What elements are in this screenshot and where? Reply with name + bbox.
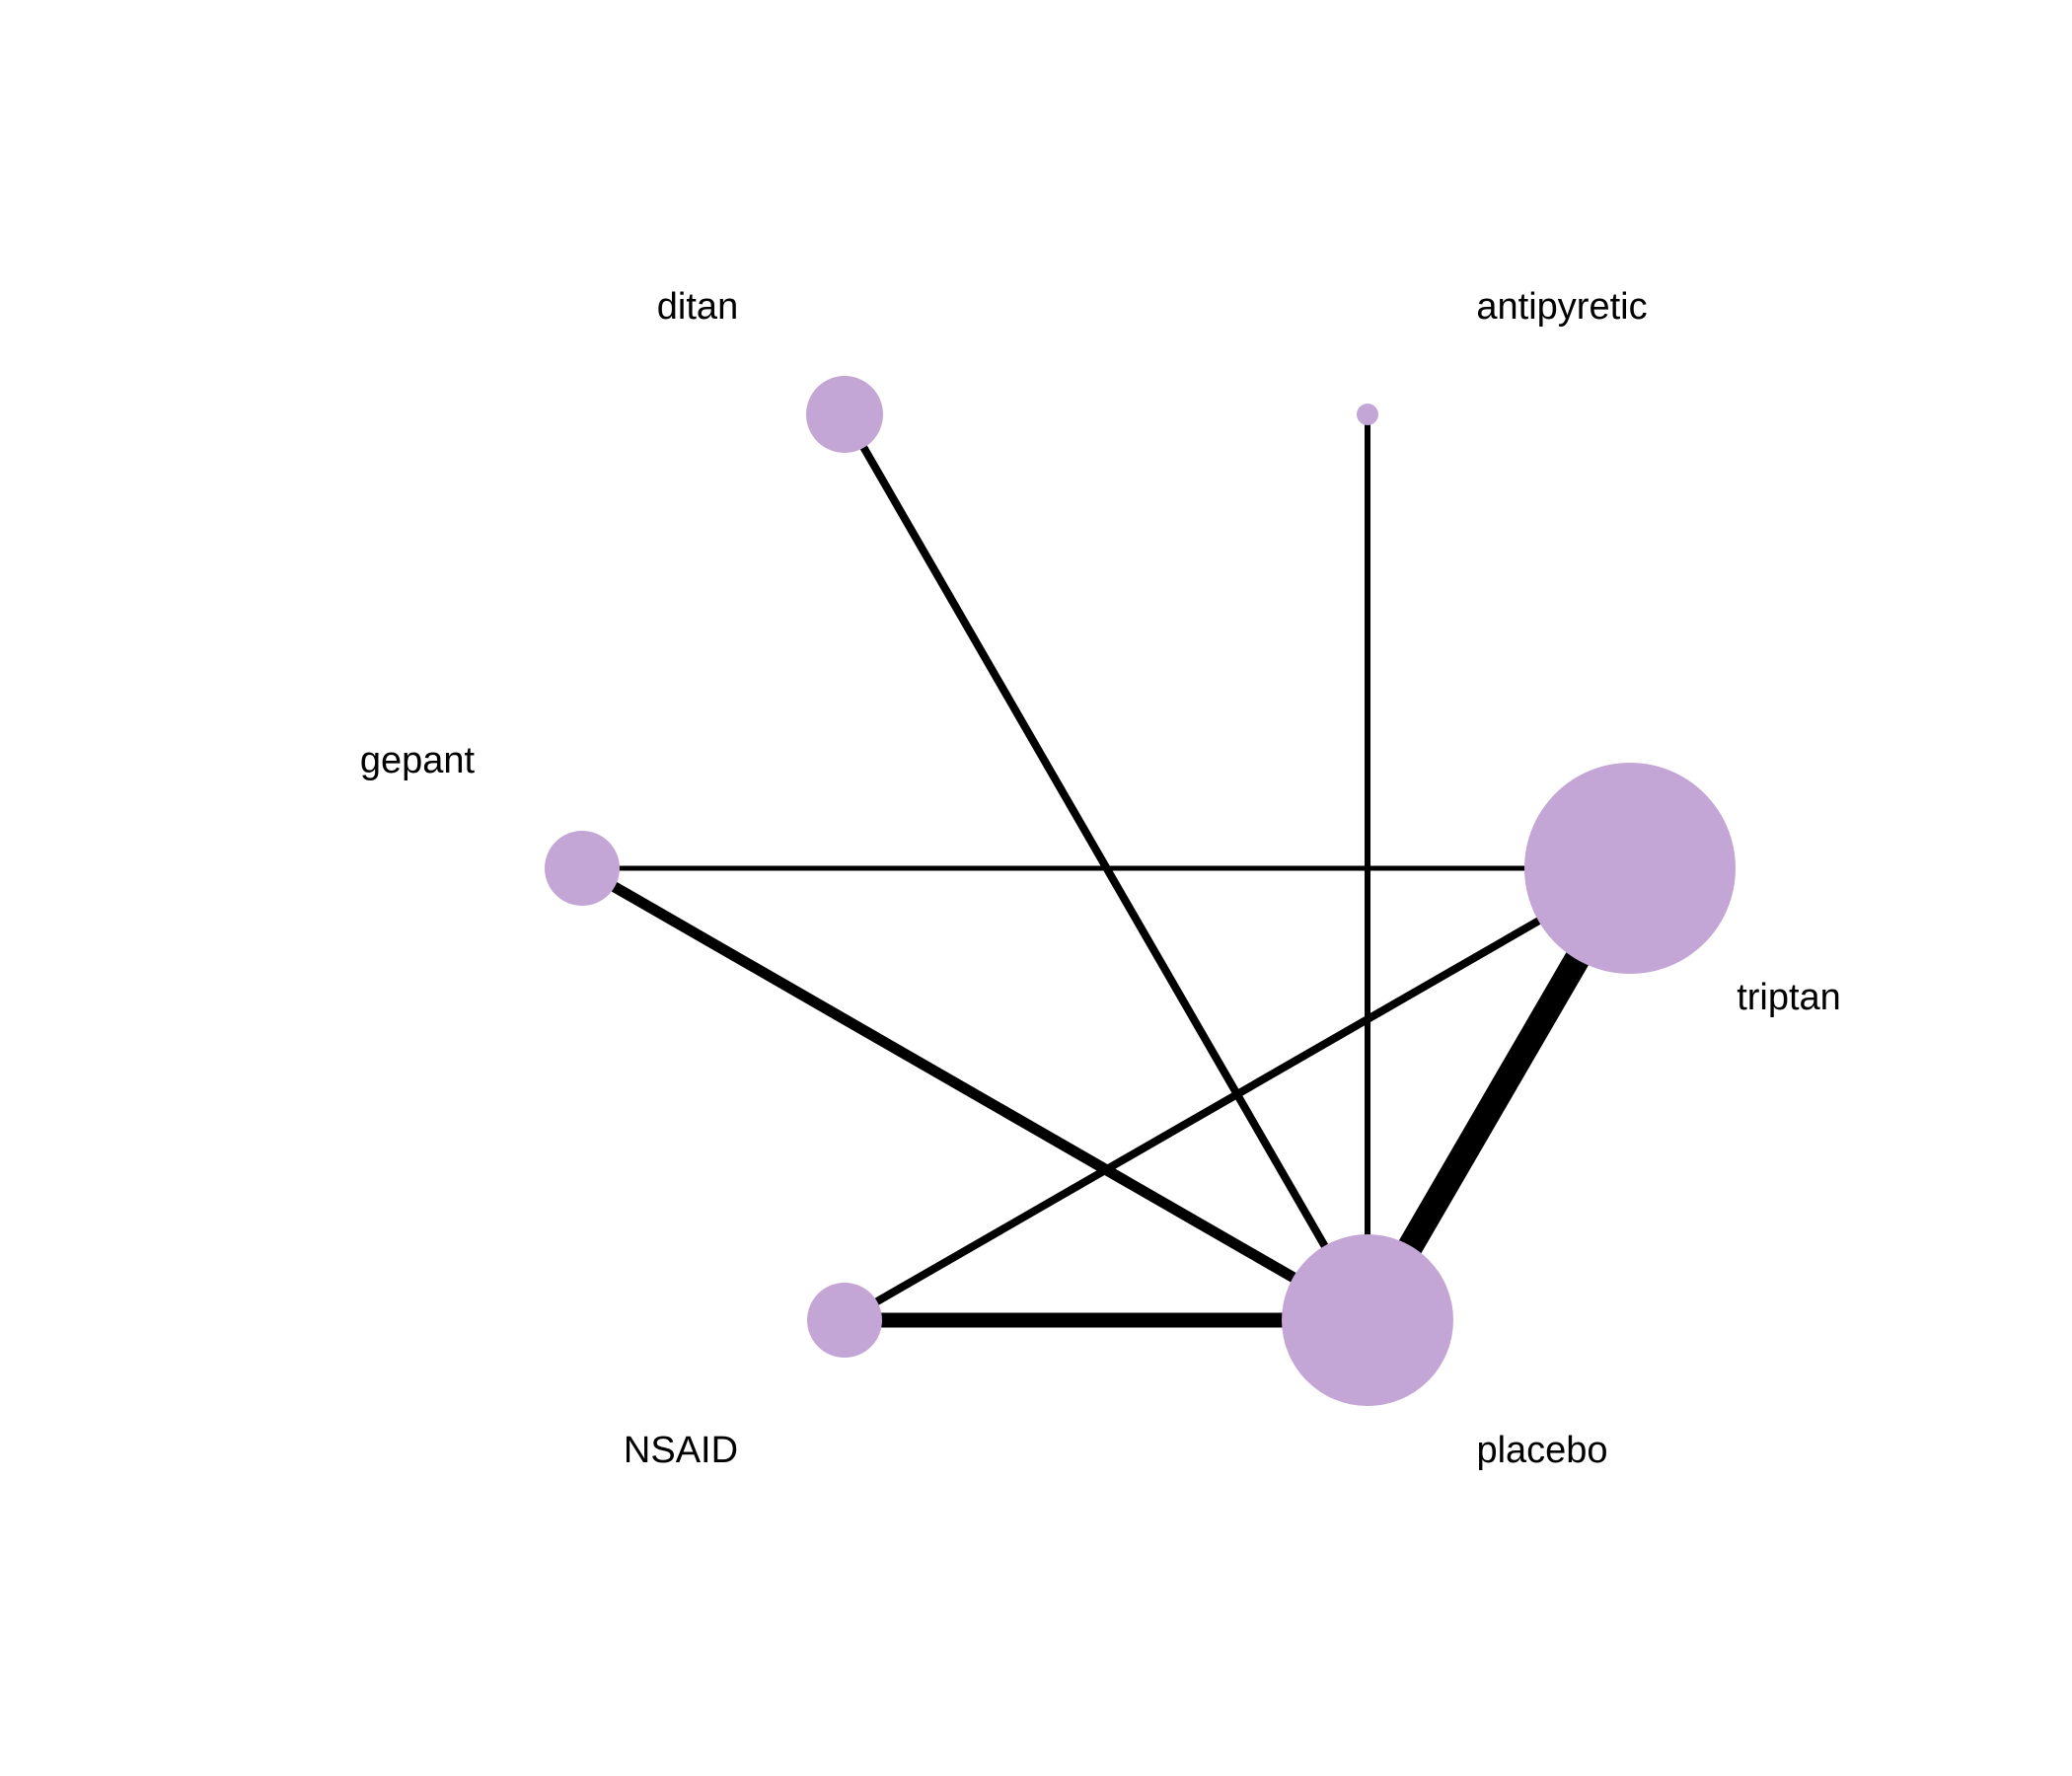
node-antipyretic bbox=[1357, 404, 1378, 425]
node-label-gepant: gepant bbox=[360, 740, 476, 781]
edge-NSAID-triptan bbox=[843, 864, 1632, 1324]
edges-layer bbox=[579, 412, 1642, 1328]
node-triptan bbox=[1524, 763, 1736, 974]
node-label-antipyretic: antipyretic bbox=[1476, 286, 1647, 328]
node-gepant bbox=[545, 831, 620, 906]
node-NSAID bbox=[807, 1283, 882, 1358]
node-placebo bbox=[1282, 1234, 1453, 1406]
node-label-triptan: triptan bbox=[1737, 977, 1841, 1018]
node-label-ditan: ditan bbox=[657, 286, 738, 328]
node-label-NSAID: NSAID bbox=[624, 1430, 738, 1471]
edge-gepant-placebo bbox=[579, 863, 1370, 1325]
node-label-placebo: placebo bbox=[1476, 1430, 1607, 1471]
nodes-layer bbox=[545, 376, 1736, 1406]
node-ditan bbox=[806, 376, 883, 453]
